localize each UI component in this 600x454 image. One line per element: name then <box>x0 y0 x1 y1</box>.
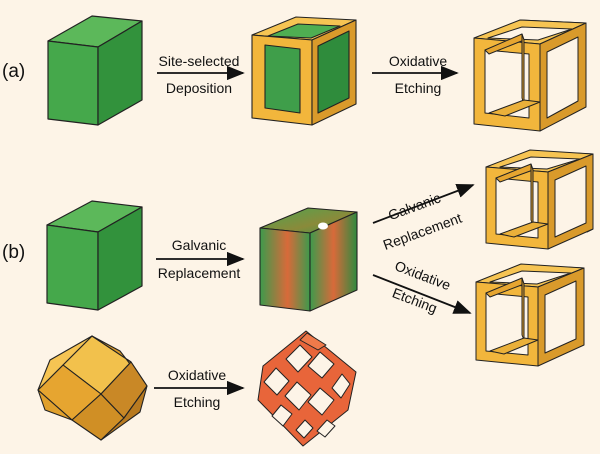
arrow-b-down-label-2: Etching <box>390 284 439 316</box>
panel-a-label: (a) <box>2 61 25 82</box>
pinhole-dot <box>318 222 328 230</box>
alloy-cube-b <box>259 207 358 312</box>
arrow-a1-label-1: Site-selected <box>159 53 240 69</box>
rhombic-dodecahedron <box>37 335 148 441</box>
green-cube-b <box>46 200 143 311</box>
orange-frame-dodecahedron <box>257 330 357 447</box>
frame-cube-b-upper <box>485 149 594 250</box>
arrow-b-bottom-label-1: Oxidative <box>168 367 227 383</box>
arrow-a1-label-2: Deposition <box>166 80 232 96</box>
arrow-b-bottom-label-2: Etching <box>174 394 221 410</box>
green-cube-a <box>47 15 143 126</box>
frame-cube-b-lower <box>475 263 585 367</box>
arrow-b-up <box>372 184 475 224</box>
arrow-b-galvanic-label-1: Galvanic <box>172 237 226 253</box>
panel-b-label: (b) <box>2 242 25 263</box>
arrow-a2-label-2: Etching <box>395 80 442 96</box>
frame-coated-cube-a <box>251 16 357 126</box>
arrow-b-down <box>372 274 472 314</box>
arrow-b-galvanic-label-2: Replacement <box>158 265 241 281</box>
hollow-frame-cube-a <box>473 19 587 132</box>
arrow-a2-label-1: Oxidative <box>389 53 448 69</box>
